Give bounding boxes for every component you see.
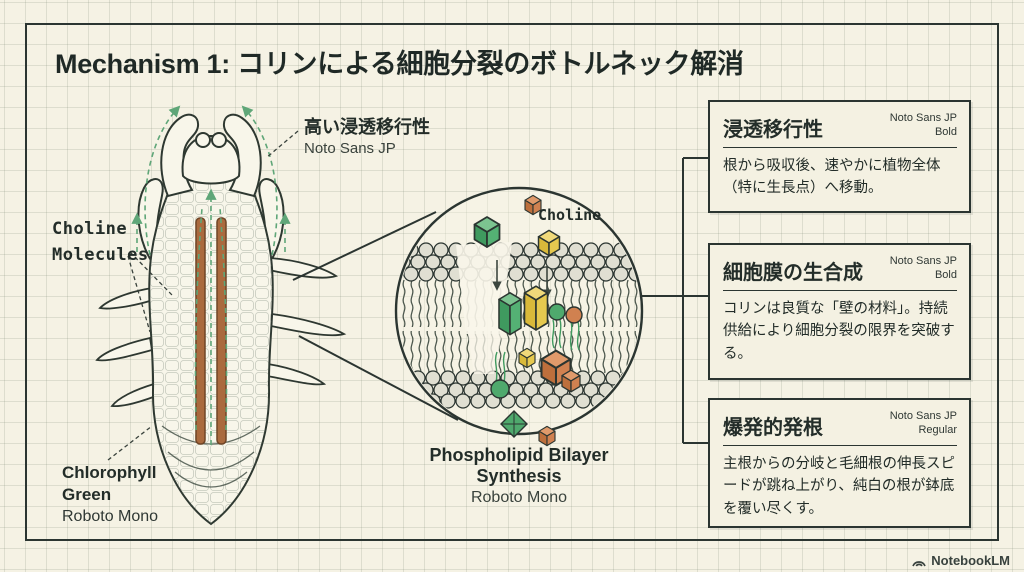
phospholipid-bilayer — [398, 242, 640, 409]
magnifier-caption-font-note: Roboto Mono — [470, 489, 568, 506]
notebooklm-brand: NotebookLM — [911, 553, 1010, 568]
info-box-body: コリンは良質な「壁の材料」。持続供給により細胞分裂の限界を突破する。 — [723, 300, 955, 362]
magnifier-circle — [394, 186, 644, 436]
permeability-label-jp: 高い浸透移行性 — [304, 117, 430, 137]
info-box-membrane-synthesis: 細胞膜の生合成 Noto Sans JP Bold コリンは良質な「壁の材料」。… — [708, 243, 971, 380]
leader-lines — [107, 130, 299, 461]
page-title: Mechanism 1: コリンによる細胞分裂のボトルネック解消 — [55, 49, 744, 79]
info-box-header: 細胞膜の生合成 Noto Sans JP Bold — [723, 254, 957, 291]
info-box-body: 主根からの分岐と毛細根の伸長スピードが跳ね上がり、純白の根が鉢底を覆い尽くす。 — [723, 455, 955, 517]
magnifier-callout-lines — [292, 211, 459, 421]
info-box-title: 浸透移行性 — [723, 118, 823, 141]
root-vascular-core — [195, 217, 227, 445]
info-box-header: 浸透移行性 Noto Sans JP Bold — [723, 111, 957, 148]
chlorophyll-label-line1: Chlorophyll — [62, 463, 157, 482]
flow-arrows — [131, 105, 291, 445]
chlorophyll-label-line2: Green — [62, 485, 112, 504]
magnifier-caption-title: Phospholipid Bilayer Synthesis — [429, 445, 609, 486]
lateral-roots — [95, 257, 347, 408]
info-box-font-note: Noto Sans JP Bold — [889, 112, 957, 139]
choline-molecules-label: Choline Molecules — [52, 216, 149, 268]
info-box-permeability: 浸透移行性 Noto Sans JP Bold 根から吸収後、速やかに植物全体（… — [708, 100, 971, 213]
chlorophyll-label-font-note: Roboto Mono — [62, 508, 159, 525]
info-box-header: 爆発的発根 Noto Sans JP Regular — [723, 409, 957, 446]
new-phospholipids — [490, 303, 583, 399]
notebooklm-wordmark: NotebookLM — [931, 553, 1010, 568]
info-box-title: 細胞膜の生合成 — [723, 261, 863, 284]
permeability-label-font-note: Noto Sans JP — [304, 140, 396, 157]
choline-label-line2: Molecules — [52, 245, 149, 265]
choline-molecule-label: Choline — [538, 206, 602, 224]
chlorophyll-label: Chlorophyll Green Roboto Mono — [62, 462, 158, 528]
magnifier-caption: Phospholipid Bilayer Synthesis Roboto Mo… — [394, 445, 644, 507]
permeability-label: 高い浸透移行性 Noto Sans JP — [304, 116, 430, 160]
info-box-title: 爆発的発根 — [723, 416, 823, 439]
choline-diamond — [500, 410, 528, 438]
info-box-explosive-rooting: 爆発的発根 Noto Sans JP Regular 主根からの分岐と毛細根の伸… — [708, 398, 971, 528]
notebooklm-icon — [912, 560, 927, 567]
choline-cubes — [473, 194, 583, 447]
choline-label-line1: Choline — [52, 219, 128, 239]
info-box-font-note: Noto Sans JP Bold — [889, 255, 957, 282]
connector-bracket — [642, 157, 708, 444]
info-box-font-note: Noto Sans JP Regular — [889, 410, 957, 437]
info-box-body: 根から吸収後、速やかに植物全体（特に生長点）へ移動。 — [723, 157, 941, 197]
